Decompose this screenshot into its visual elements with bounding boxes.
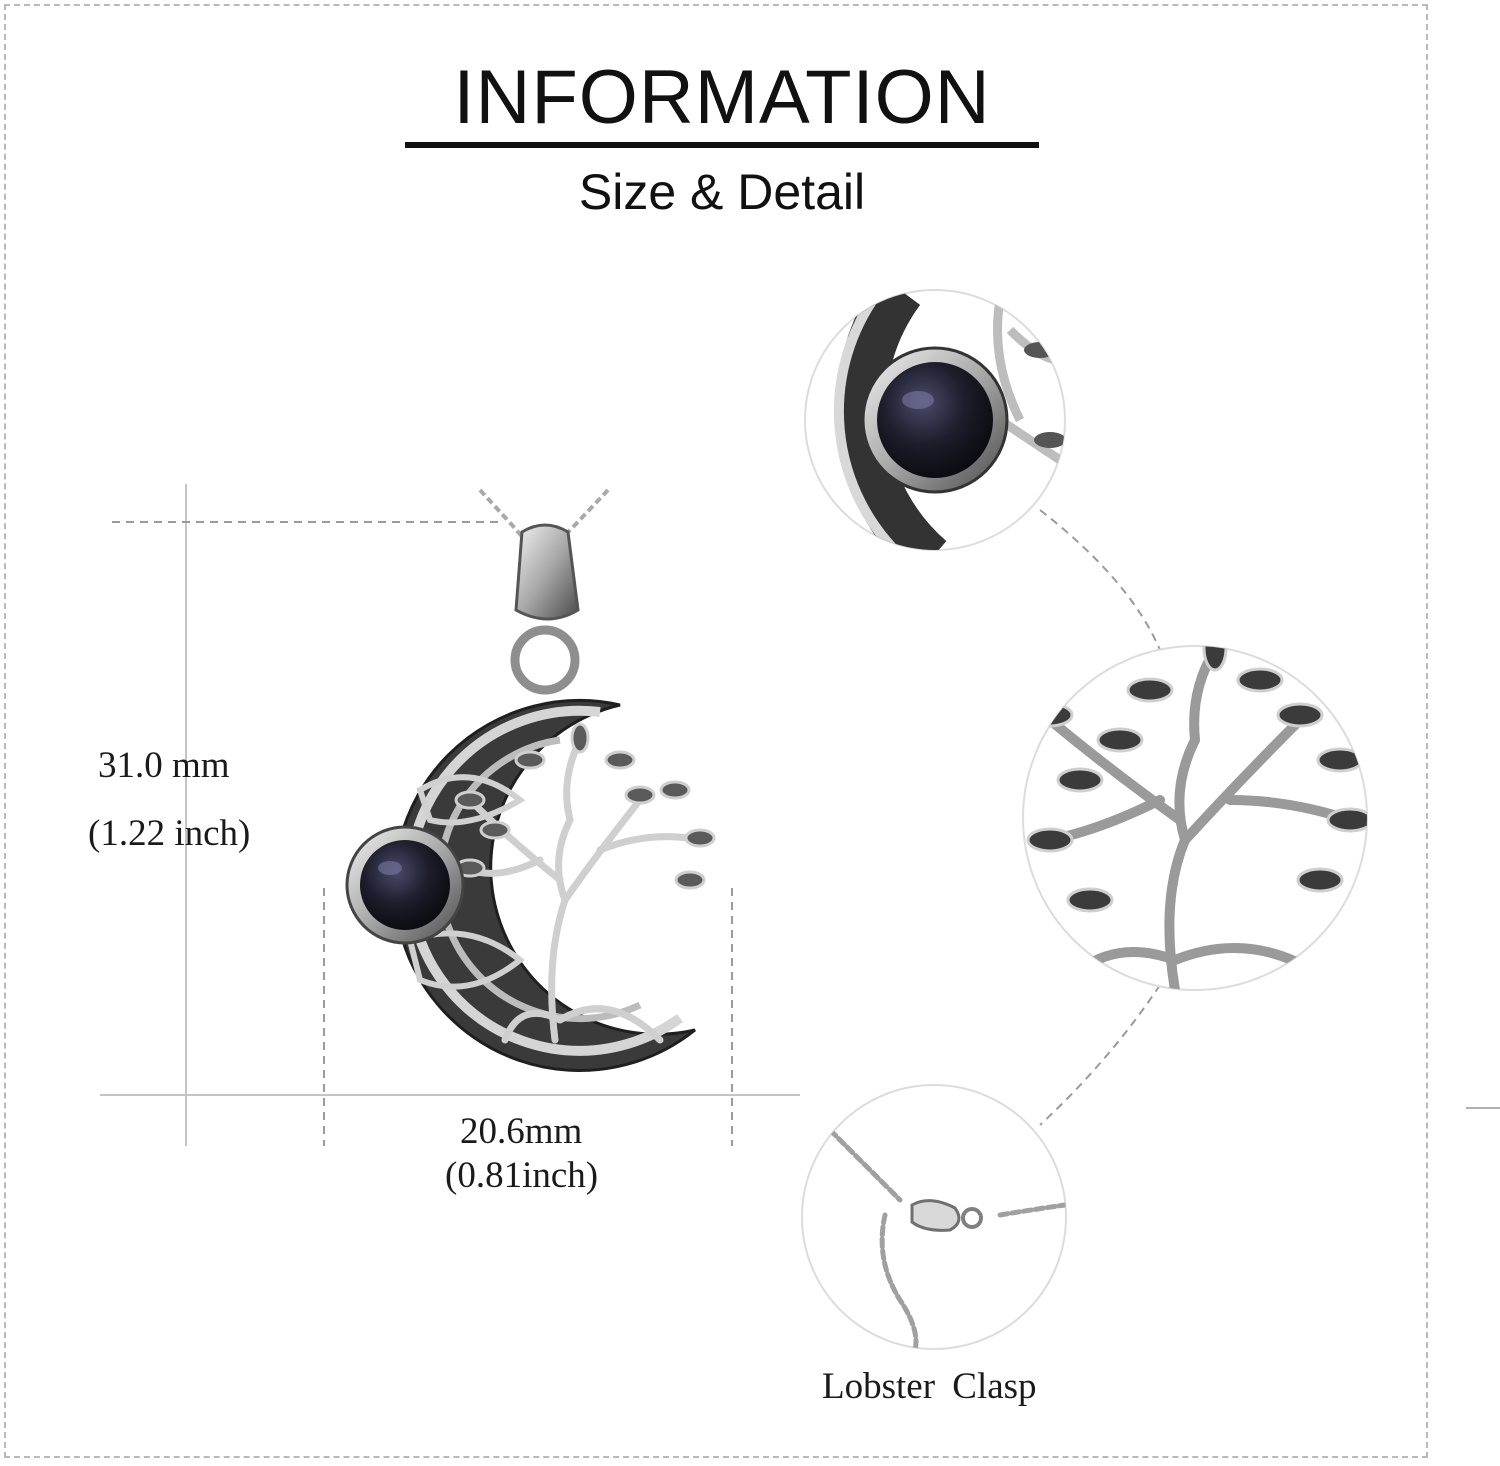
pendant-bail [514, 523, 580, 621]
pendant-main [345, 488, 716, 1073]
connector-top-mid [1039, 509, 1161, 651]
projection-stone [360, 840, 450, 930]
connector-mid-bottom [1039, 984, 1161, 1126]
lobster-clasp [910, 1199, 961, 1232]
title-underline [405, 142, 1039, 148]
height-mm-label: 31.0 mm [98, 745, 230, 786]
page-subtitle: Size & Detail [578, 164, 866, 220]
width-mm-label: 20.6mm [460, 1111, 583, 1152]
detail-clasp-closeup [801, 1084, 1067, 1350]
height-inch-label: (1.22 inch) [88, 813, 251, 854]
page-title: INFORMATION [453, 55, 991, 140]
page-frame [4, 4, 1428, 1458]
lobster-clasp-label: Lobster Clasp [822, 1366, 1037, 1407]
width-inch-label: (0.81inch) [445, 1155, 599, 1196]
pendant-jump-ring [510, 625, 580, 695]
detail-stone-closeup [804, 289, 1066, 551]
tree-leaves [454, 722, 716, 890]
dimension-guides [100, 484, 1500, 1146]
detail-tree-closeup [1022, 645, 1368, 991]
